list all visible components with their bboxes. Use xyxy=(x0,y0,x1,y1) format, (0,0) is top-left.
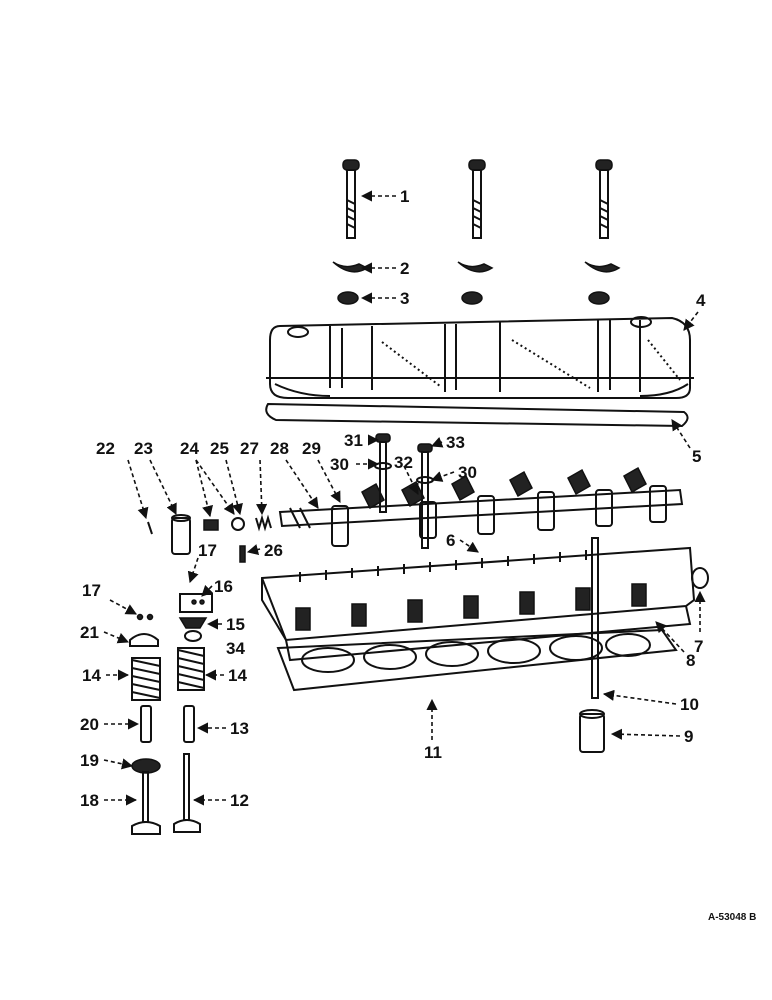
cylinder-head xyxy=(261,546,696,662)
cover-bolt-3 xyxy=(595,159,613,239)
push-rod xyxy=(591,537,599,699)
callout-5: 5 xyxy=(692,447,701,466)
callout-15: 15 xyxy=(226,615,245,634)
rocker-pin-22 xyxy=(147,521,153,535)
callout-4: 4 xyxy=(696,291,706,310)
callout-29: 29 xyxy=(302,439,321,458)
callout-27: 27 xyxy=(240,439,259,458)
callout-30-left: 30 xyxy=(330,455,349,474)
intake-valve-12 xyxy=(173,753,201,833)
callout-31: 31 xyxy=(344,431,363,450)
valve-guide-20 xyxy=(140,705,152,743)
pin-26 xyxy=(239,545,246,563)
callout-17-left: 17 xyxy=(82,581,101,600)
callout-25: 25 xyxy=(210,439,229,458)
valve-guide-13 xyxy=(183,705,195,743)
spring-27 xyxy=(255,514,272,532)
cover-bolt-1 xyxy=(342,159,360,239)
callout-34: 34 xyxy=(226,639,245,658)
callout-17-top: 17 xyxy=(198,541,217,560)
seal-34 xyxy=(184,630,202,642)
callout-24: 24 xyxy=(180,439,199,458)
callout-10: 10 xyxy=(680,695,699,714)
keys-17-left xyxy=(136,613,154,621)
adjusting-screw-parts-24 xyxy=(203,517,245,531)
valve-cover xyxy=(266,316,694,399)
callout-20: 20 xyxy=(80,715,99,734)
valve-seat-19 xyxy=(131,758,161,774)
callout-18: 18 xyxy=(80,791,99,810)
callout-2: 2 xyxy=(400,259,409,278)
callout-33: 33 xyxy=(446,433,465,452)
leader-lines xyxy=(103,190,706,806)
callout-6: 6 xyxy=(446,531,455,550)
head-gasket xyxy=(276,628,678,692)
valve-rotator-21 xyxy=(129,633,159,647)
callout-11: 11 xyxy=(424,743,442,762)
valve-spring-right xyxy=(177,647,205,691)
callout-32: 32 xyxy=(394,453,413,472)
callout-30-right: 30 xyxy=(458,463,477,482)
callout-1: 1 xyxy=(400,187,409,206)
callout-22: 22 xyxy=(96,439,115,458)
callout-8: 8 xyxy=(686,651,695,670)
callout-12: 12 xyxy=(230,791,249,810)
valve-lifter xyxy=(579,709,605,753)
exhaust-valve-18 xyxy=(131,771,161,835)
bolt-clip-group xyxy=(332,261,621,273)
callout-14-right: 14 xyxy=(228,666,247,685)
callout-14-left: 14 xyxy=(82,666,101,685)
valve-spring-left xyxy=(131,657,161,701)
head-ports xyxy=(295,583,647,631)
callout-21: 21 xyxy=(80,623,99,642)
bushing-23 xyxy=(171,514,191,555)
callout-28: 28 xyxy=(270,439,289,458)
callout-labels: 1 2 3 4 5 6 7 8 9 10 11 12 13 14 14 15 1… xyxy=(80,187,706,810)
figure-reference-code: A-53048 B xyxy=(708,912,756,923)
callout-7: 7 xyxy=(694,637,703,656)
callout-26: 26 xyxy=(264,541,283,560)
rocker-shaft-assembly xyxy=(278,466,684,547)
callout-23: 23 xyxy=(134,439,153,458)
expansion-plug xyxy=(691,567,709,589)
head-valve-tips xyxy=(299,550,587,582)
cover-gasket xyxy=(265,402,689,428)
callout-19: 19 xyxy=(80,751,99,770)
callout-16: 16 xyxy=(214,577,233,596)
retainer-keys-16 xyxy=(179,593,213,613)
callout-9: 9 xyxy=(684,727,693,746)
cover-bolt-2 xyxy=(468,159,486,239)
callout-13: 13 xyxy=(230,719,249,738)
callout-3: 3 xyxy=(400,289,409,308)
grommet-group xyxy=(337,291,610,305)
spring-retainer-15 xyxy=(178,617,208,629)
